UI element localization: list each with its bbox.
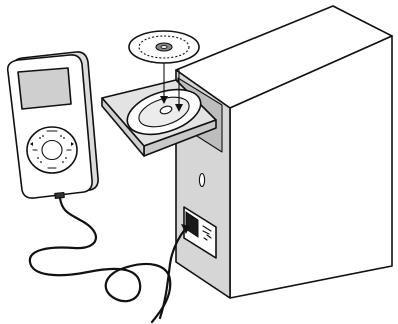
computer-tower [176, 6, 392, 298]
player-screen [18, 68, 71, 109]
cable-to-player [30, 198, 170, 322]
media-player [8, 52, 98, 198]
tower-front-slot [199, 174, 204, 187]
compact-disc [129, 31, 199, 63]
usb-cable [30, 198, 186, 322]
center-button [42, 141, 62, 160]
disc-hole [161, 46, 167, 49]
